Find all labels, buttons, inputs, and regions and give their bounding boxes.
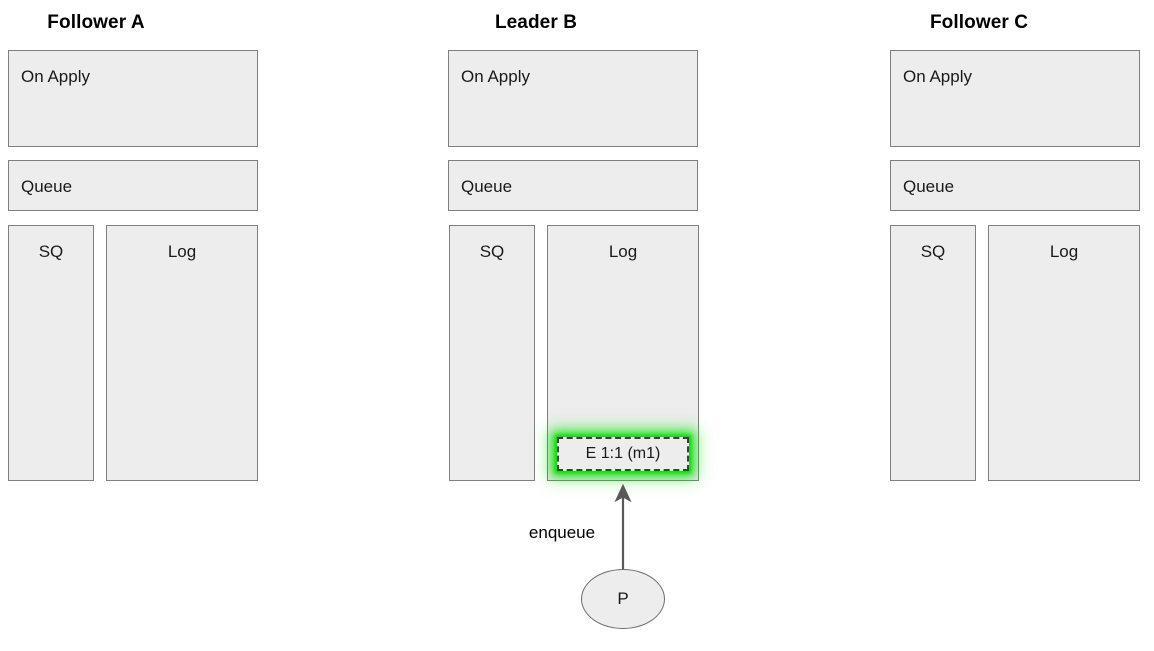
leader-b-log-label: Log	[608, 242, 638, 261]
leader-b-sq-label: SQ	[479, 242, 505, 261]
follower-a-log-box[interactable]: Log	[106, 225, 258, 481]
follower-a-queue-label: Queue	[21, 177, 73, 196]
follower-a-on-apply-label: On Apply	[21, 67, 90, 86]
leader-b-on-apply-box[interactable]: On Apply	[448, 50, 698, 147]
follower-c-queue-box[interactable]: Queue	[890, 160, 1140, 211]
follower-c-sq-label: SQ	[920, 242, 946, 261]
follower-c-on-apply-box[interactable]: On Apply	[890, 50, 1140, 147]
follower-c-log-box[interactable]: Log	[988, 225, 1140, 481]
follower-a-log-label: Log	[167, 242, 197, 261]
follower-c-log-label: Log	[1049, 242, 1079, 261]
column-title-leader-b: Leader B	[494, 12, 578, 33]
leader-b-queue-box[interactable]: Queue	[448, 160, 698, 211]
follower-a-queue-box[interactable]: Queue	[8, 160, 258, 211]
column-title-follower-c: Follower C	[929, 12, 1029, 33]
column-title-follower-a: Follower A	[47, 12, 145, 33]
follower-a-sq-label: SQ	[38, 242, 64, 261]
follower-c-queue-label: Queue	[903, 177, 955, 196]
follower-c-sq-box[interactable]: SQ	[890, 225, 976, 481]
leader-b-queue-label: Queue	[461, 177, 513, 196]
leader-b-log-entry-highlighted[interactable]: E 1:1 (m1)	[557, 437, 689, 471]
follower-a-sq-box[interactable]: SQ	[8, 225, 94, 481]
enqueue-edge-label: enqueue	[528, 523, 596, 542]
follower-c-on-apply-label: On Apply	[903, 67, 972, 86]
leader-b-on-apply-label: On Apply	[461, 67, 530, 86]
leader-b-sq-box[interactable]: SQ	[449, 225, 535, 481]
producer-node[interactable]: P	[581, 569, 665, 629]
follower-a-on-apply-box[interactable]: On Apply	[8, 50, 258, 147]
